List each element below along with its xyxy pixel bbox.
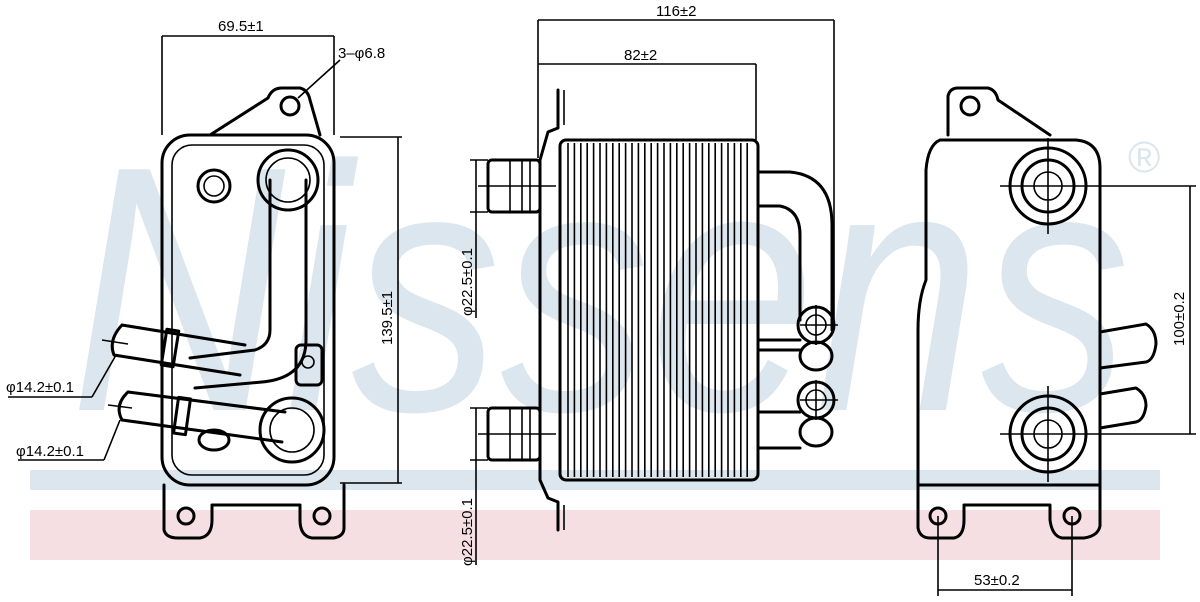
watermark: Nissens ® [30,94,1160,560]
dim-pipe-lower: φ14.2±0.1 [16,443,84,460]
rear-body [916,138,1102,487]
front-lower-boss [258,396,326,464]
dim-port-lower: φ22.5±0.1 [459,498,476,566]
registered-mark: ® [1128,133,1160,182]
dim-front-height: 139.5±1 [379,291,396,345]
dim-port-upper: φ22.5±0.1 [459,248,476,316]
front-bottom-tabs [162,483,346,540]
front-side-bracket [294,343,324,387]
dim-side-core: 82±2 [624,47,657,64]
watermark-red-band [30,510,1160,560]
dim-front-width: 69.5±1 [218,18,264,35]
front-upper-boss [256,148,320,212]
front-top-hole [279,95,301,117]
rear-bottom-tabs [916,483,1102,540]
rear-view: 100±0.2 53±0.2 [916,86,1196,596]
front-small-port [196,168,232,204]
front-pipe-lower [117,390,287,444]
front-top-tab [208,86,322,137]
side-pipe-loop [756,170,834,332]
rear-top-tab [946,86,1052,137]
side-view: 116±2 82±2 φ22.5±0.1 φ22.5±0.1 [459,3,838,566]
side-flange [538,88,560,532]
dim-rear-mount: 53±0.2 [974,572,1020,589]
front-body-inner [171,144,325,476]
front-view: 69.5±1 3–φ6.8 139.5±1 φ14.2±0.1 φ14.2±0.… [6,18,402,540]
rear-top-hole [959,95,981,117]
dim-pipe-upper: φ14.2±0.1 [6,379,74,396]
rear-pipe-lower [1098,386,1148,430]
dim-rear-height: 100±0.2 [1171,292,1188,346]
side-core-fins [567,143,749,477]
front-inner-pipe [188,178,272,360]
dim-hole-spec: 3–φ6.8 [338,45,385,62]
front-pipe-upper [110,323,247,377]
front-body-outer [160,133,336,487]
side-core [558,138,760,482]
rear-pipe-upper [1098,322,1158,370]
dim-side-total: 116±2 [656,3,697,20]
